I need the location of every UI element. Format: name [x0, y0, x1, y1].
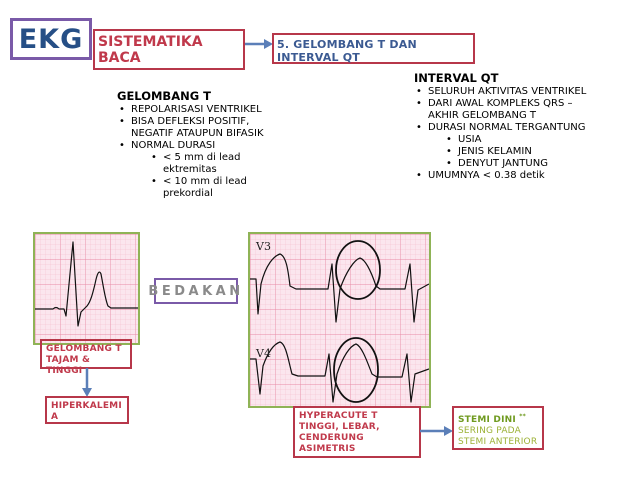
gelombang-t-subitem: < 5 mm di lead ektremitas	[149, 152, 253, 176]
stemi-box: STEMI DINI ** SERING PADA STEMI ANTERIOR	[452, 406, 544, 450]
interval-qt-title: INTERVAL QT	[414, 71, 499, 85]
stemi-body: SERING PADA STEMI ANTERIOR	[458, 426, 538, 447]
interval-qt-item: SELURUH AKTIVITAS VENTRIKEL	[414, 86, 616, 98]
interval-qt-item: UMUMNYA < 0.38 detik	[414, 170, 616, 182]
section-heading: 5. GELOMBANG T DAN INTERVAL QT	[277, 38, 417, 64]
title-text: SISTEMATIKA BACA	[98, 34, 203, 66]
interval-qt-section: INTERVAL QT SELURUH AKTIVITAS VENTRIKEL …	[414, 71, 616, 182]
interval-qt-subitem: DENYUT JANTUNG	[444, 158, 616, 170]
logo-box: EKG	[10, 18, 92, 60]
interval-qt-subitem: USIA	[444, 134, 616, 146]
logo: EKG	[18, 23, 84, 55]
interval-qt-item: DURASI NORMAL TERGANTUNG	[414, 122, 616, 134]
hyperkalemia-text: HIPERKALEMI A	[51, 401, 122, 422]
lead-label-v3: V3	[256, 240, 271, 253]
ecg-strip-hyperacute-t: V3 V4	[248, 232, 431, 408]
ecg-strip-peaked-t	[33, 232, 140, 345]
arrow-right-icon	[245, 39, 273, 49]
arrow-right-icon	[420, 426, 453, 436]
bedakan-label: BEDAKAN	[148, 283, 244, 299]
bedakan-box: BEDAKAN	[148, 278, 240, 304]
section-heading-box: 5. GELOMBANG T DAN INTERVAL QT	[272, 33, 475, 64]
arrow-down-icon	[82, 368, 92, 397]
gelombang-t-section: GELOMBANG T REPOLARISASI VENTRIKEL BISA …	[117, 89, 267, 200]
gelombang-t-item: NORMAL DURASI	[117, 140, 267, 152]
gelombang-t-subitem: < 10 mm di lead prekordial	[149, 176, 253, 200]
lead-label-v4: V4	[256, 347, 271, 360]
gelombang-t-item: REPOLARISASI VENTRIKEL	[117, 104, 267, 116]
interval-qt-item: DARI AWAL KOMPLEKS QRS – AKHIR GELOMBANG…	[414, 98, 588, 122]
peaked-t-box: GELOMBANG T TAJAM & TINGGI	[40, 339, 132, 376]
gelombang-t-item: BISA DEFLEKSI POSITIF, NEGATIF ATAUPUN B…	[117, 116, 267, 140]
hyperacute-t-box: HYPERACUTE T TINGGI, LEBAR, CENDERUNG AS…	[293, 406, 421, 458]
hyperacute-t-text: HYPERACUTE T TINGGI, LEBAR, CENDERUNG AS…	[299, 411, 380, 454]
hyperkalemia-box: HIPERKALEMI A	[45, 396, 129, 424]
peaked-t-text: GELOMBANG T TAJAM & TINGGI	[46, 344, 122, 376]
gelombang-t-title: GELOMBANG T	[117, 89, 212, 103]
interval-qt-subitem: JENIS KELAMIN	[444, 146, 616, 158]
stemi-superscript: **	[519, 413, 526, 420]
title-box: SISTEMATIKA BACA	[93, 29, 245, 70]
stemi-title: STEMI DINI	[458, 415, 516, 425]
